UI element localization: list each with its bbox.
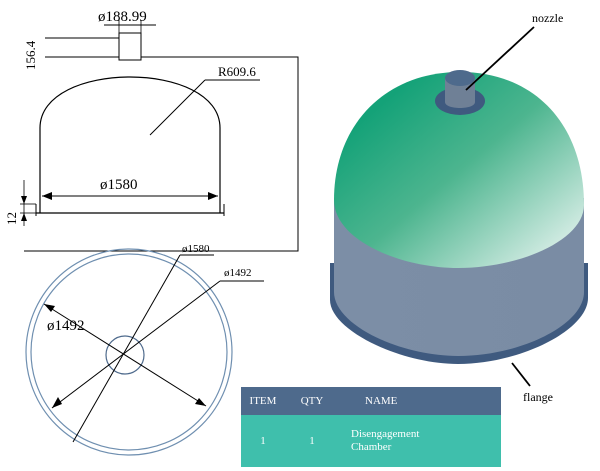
header-qty: QTY [300,395,324,407]
vessel-3d-model: nozzle flange [330,11,588,404]
top-nozzle-circle [105,335,145,375]
cell-name-line1: Disengagement [351,428,420,440]
front-dome-outline [39,76,221,213]
nozzle-height-dim: 156.4 [23,40,38,70]
parts-table: ITEM QTY NAME 1 1 Disengagement Chamber [241,387,501,467]
flange-callout: flange [523,390,553,404]
top-outer-circle [25,248,233,456]
front-nozzle [118,32,142,61]
dome-surface [334,72,584,268]
nozzle-callout: nozzle [532,11,563,25]
header-name: NAME [365,394,398,407]
top-inner-diameter-callout: ø1492 [224,267,252,279]
top-outer-diameter-dim: ø1580 [182,243,210,255]
nozzle-top [445,70,475,86]
dome-radius-dim: R609.6 [218,64,256,79]
cell-item: 1 [260,435,266,447]
body-diameter-dim: ø1580 [100,177,138,193]
table-row: 1 1 Disengagement Chamber [241,415,501,467]
cell-name-line2: Chamber [351,441,392,453]
top-inner-circle [30,253,228,451]
top-view: ø1580 ø1492 ø1492 [25,243,264,456]
table-header-row: ITEM QTY NAME [241,387,501,415]
front-view: ø188.99 156.4 R609.6 ø1580 12 [4,9,299,252]
nozzle-body [445,78,475,108]
flange-height-dim: 12 [4,212,19,225]
top-inner-diameter-dim: ø1492 [47,318,85,334]
nozzle-diameter-dim: ø188.99 [98,9,147,25]
cell-qty: 1 [309,435,315,447]
header-item: ITEM [249,395,277,407]
cell-name: Disengagement Chamber [339,428,501,454]
